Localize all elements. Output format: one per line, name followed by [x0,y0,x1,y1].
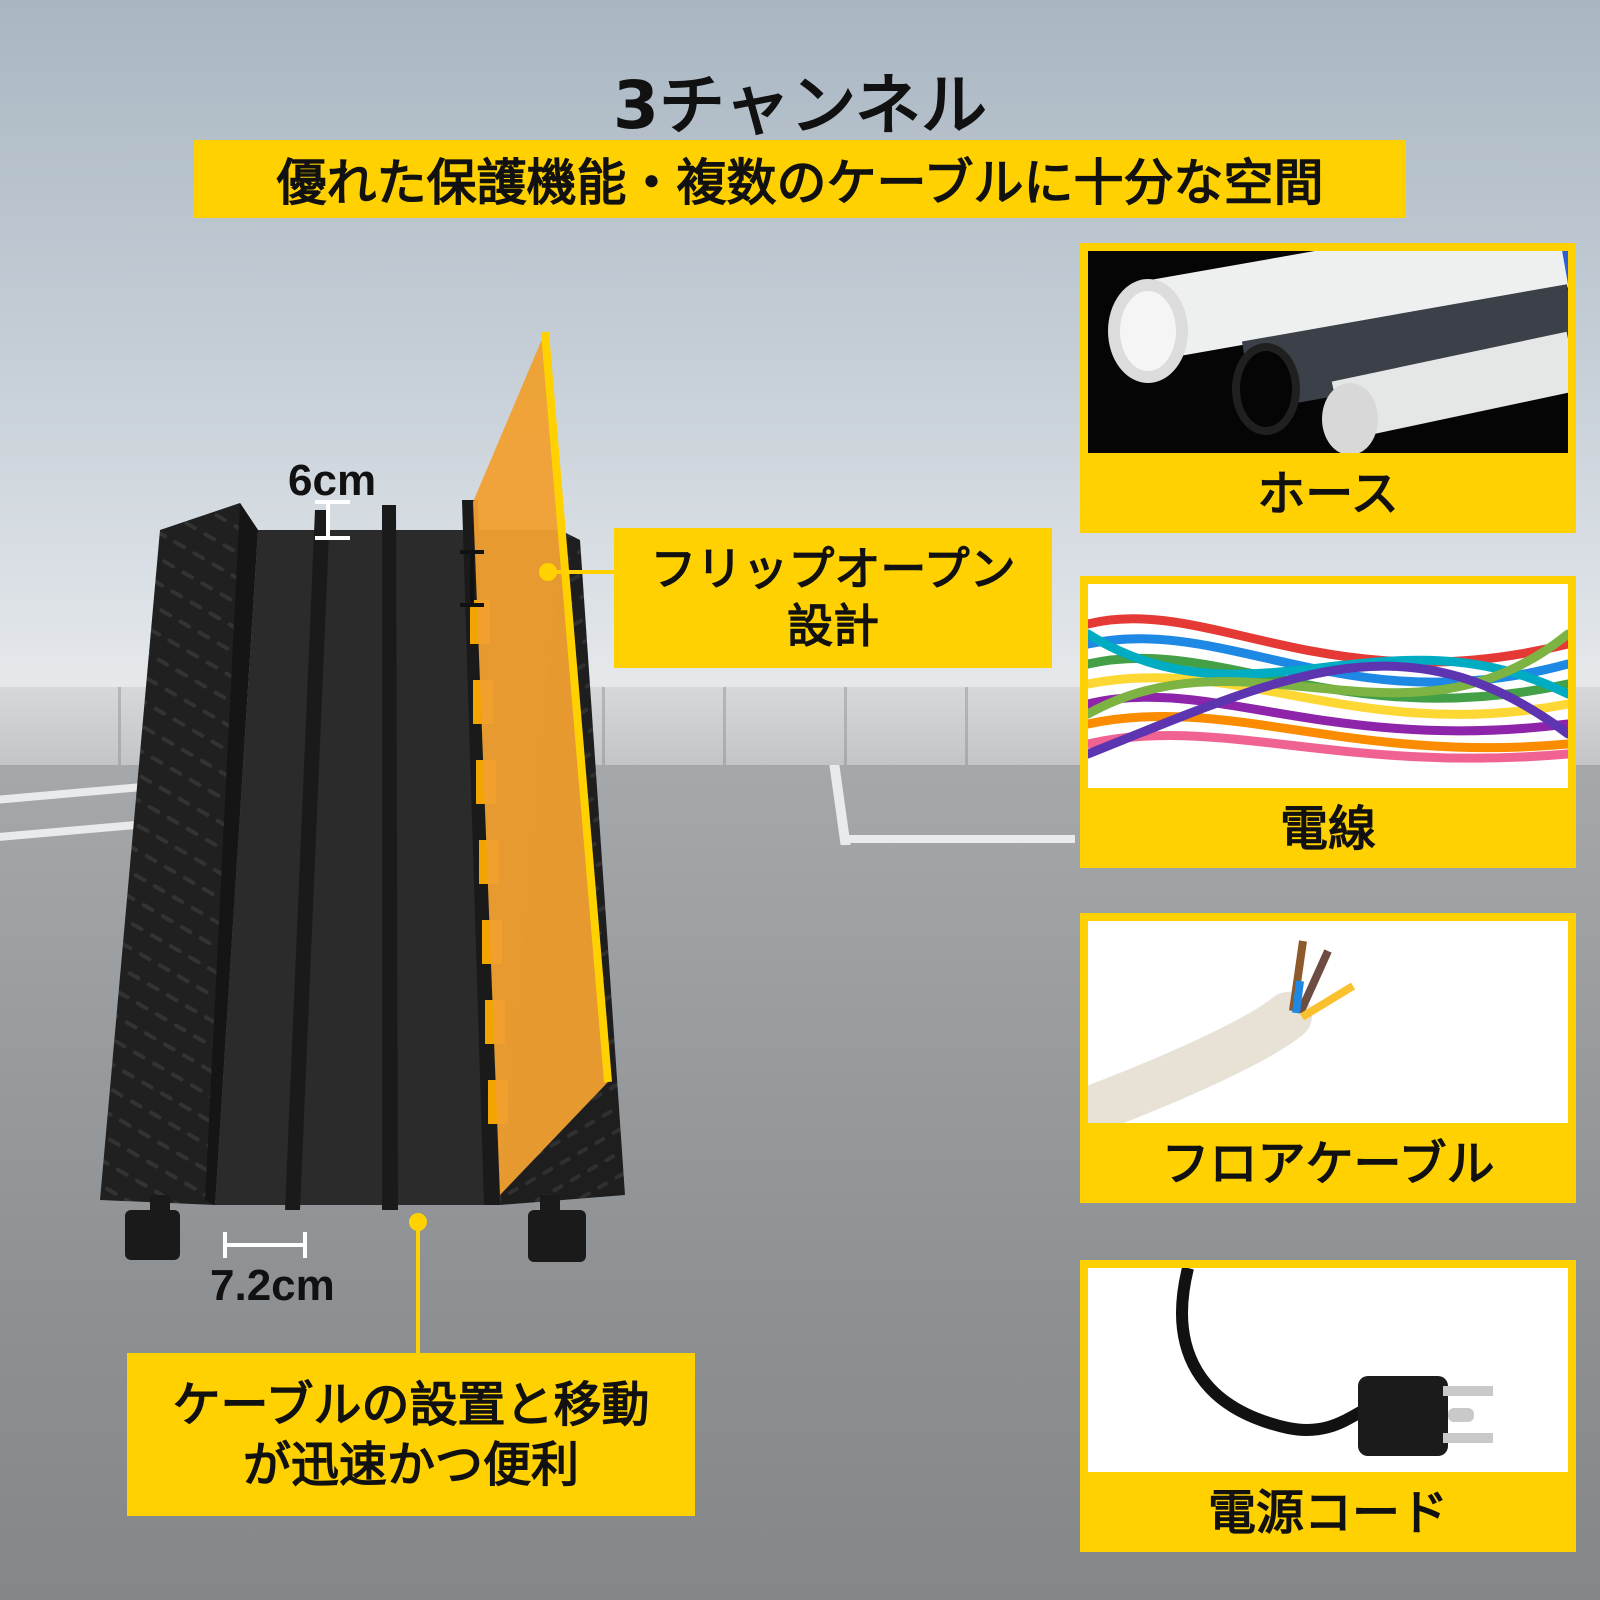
flip-callout-line1: フリップオープン [650,541,1016,596]
use-card-hose: ホース [1080,243,1576,533]
cable-callout-line2: が迅速かつ便利 [242,1436,579,1493]
power-plug-photo-icon [1088,1268,1568,1480]
page-title: 3チャンネル [613,67,987,144]
floor-cable-photo-icon [1088,921,1568,1131]
flip-open-callout: フリップオープン 設計 [614,528,1052,668]
subtitle-text: 優れた保護機能・複数のケーブルに十分な空間 [276,154,1324,212]
use-label-hose: ホース [1088,453,1568,525]
pipes-photo-icon [1088,251,1568,461]
use-label-power-cord: 電源コード [1088,1472,1568,1544]
use-card-power-cord: 電源コード [1080,1260,1576,1552]
channel-width-label: 7.2cm [210,1261,335,1310]
colored-wires-photo-icon [1088,584,1568,796]
use-card-wires: 電線 [1080,576,1576,868]
channel-height-label: 6cm [288,456,377,505]
cable-callout-line1: ケーブルの設置と移動 [172,1376,650,1433]
use-label-floor-cable: フロアケーブル [1088,1123,1568,1195]
cable-install-callout: ケーブルの設置と移動 が迅速かつ便利 [127,1353,695,1516]
use-label-wires: 電線 [1088,788,1568,860]
use-card-floor-cable: フロアケーブル [1080,913,1576,1203]
subtitle-banner: 優れた保護機能・複数のケーブルに十分な空間 [194,140,1406,218]
flip-callout-line2: 設計 [787,599,879,653]
